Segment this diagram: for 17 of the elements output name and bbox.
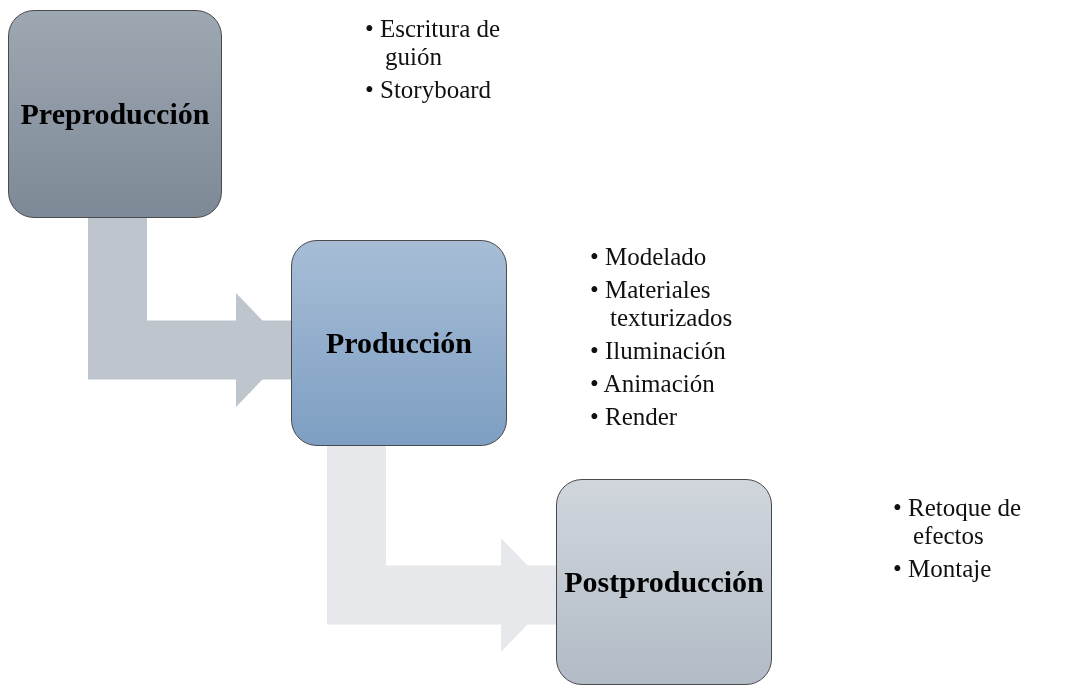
block-arrow	[88, 218, 291, 407]
list-item: • Montaje	[893, 555, 993, 583]
list-item: • Modelado	[590, 243, 708, 271]
list-item: • Retoque de efectos	[893, 494, 1023, 550]
stage-title: Postproducción	[564, 565, 764, 599]
list-item: • Animación	[590, 370, 716, 398]
list-item: • Escritura de guión	[365, 15, 502, 71]
stage-box	[291, 240, 507, 446]
list-item: • Iluminación	[590, 337, 727, 365]
list-item: • Render	[590, 403, 679, 431]
stage-box	[556, 479, 772, 685]
stage-title: Preproducción	[20, 97, 210, 131]
stage-box	[8, 10, 222, 218]
list-item: • Materiales texturizados	[590, 276, 734, 332]
stage-title: Producción	[325, 326, 473, 360]
block-arrow	[327, 446, 556, 652]
list-item: • Storyboard	[365, 76, 493, 104]
